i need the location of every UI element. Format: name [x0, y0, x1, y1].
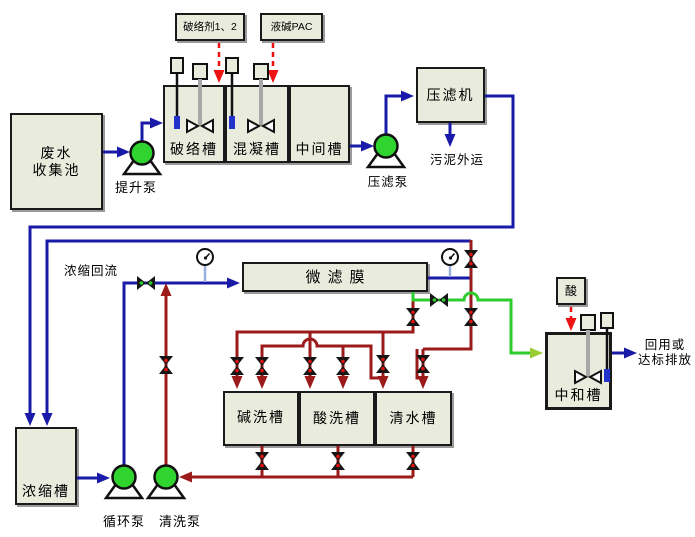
intermediate-tank-label: 中间槽	[295, 141, 344, 157]
dosing-box-breaking-agent-label: 破络剂1、2	[183, 20, 237, 33]
microfiltration-membrane: 微滤膜	[242, 262, 428, 292]
breaking-tank-label: 破络槽	[170, 141, 218, 157]
wastewater-tank-label: 废水 收集池	[32, 144, 81, 178]
lift-pump-icon	[122, 140, 162, 176]
valve-icon	[230, 357, 244, 375]
dosing-arrows	[213, 70, 577, 331]
valve-icon	[255, 357, 269, 375]
pressure-gauge-icon	[196, 248, 214, 266]
pressure-gauge-icon	[441, 248, 459, 266]
discharge-label: 回用或 达标排放	[637, 338, 692, 367]
filtrate-return-pipe	[28, 94, 515, 422]
wash-pump-label: 清洗泵	[158, 514, 201, 529]
lift-pump-label: 提升泵	[114, 180, 157, 195]
valve-icon	[430, 293, 448, 307]
press-pump-icon	[366, 133, 406, 169]
dosing-lines	[217, 43, 573, 320]
dosing-box-breaking-agent: 破络剂1、2	[175, 13, 245, 41]
valve-icon	[464, 250, 478, 268]
circulation-pump-icon	[104, 464, 144, 500]
level-sensor-icon	[225, 57, 239, 129]
clean-water-tank: 清水槽	[375, 391, 452, 446]
valve-icon	[255, 452, 269, 470]
dosing-box-pac: 液碱PAC	[260, 13, 323, 41]
microfiltration-membrane-label: 微滤膜	[305, 268, 372, 286]
filter-press: 压滤机	[416, 67, 485, 123]
acid-wash-tank-label: 酸洗槽	[313, 410, 361, 426]
agitator-icon	[186, 63, 214, 134]
intermediate-tank: 中间槽	[289, 85, 350, 163]
concentrate-reflux-label: 浓缩回流	[63, 264, 118, 278]
agitator-icon	[247, 63, 275, 134]
valve-icon	[303, 357, 317, 375]
water-arrows	[24, 90, 637, 484]
agitator-icon	[574, 314, 602, 385]
valve-icon	[464, 308, 478, 326]
gauge-stems	[203, 265, 452, 282]
permeate-pipe	[411, 291, 534, 355]
permeate-arrow	[530, 347, 543, 359]
valve-icon	[406, 308, 420, 326]
wash-pump-icon	[146, 464, 186, 500]
filter-press-label: 压滤机	[426, 86, 475, 103]
valve-icon	[331, 452, 345, 470]
sludge-out-label: 污泥外运	[429, 153, 484, 167]
wash-arrows	[160, 283, 429, 483]
coagulation-tank-label: 混凝槽	[233, 141, 281, 157]
valve-icon	[336, 357, 350, 375]
wastewater-tank: 废水 收集池	[10, 113, 103, 210]
level-sensor-icon	[600, 312, 614, 382]
acid-wash-tank: 酸洗槽	[299, 391, 375, 446]
concentration-tank-label: 浓缩槽	[22, 483, 70, 499]
alkali-wash-tank: 碱洗槽	[223, 391, 299, 446]
circulation-pump-label: 循环泵	[102, 514, 145, 529]
valve-icon	[159, 356, 173, 374]
concentrate-reflux-pipe	[45, 239, 471, 422]
membrane-feed-pipe	[122, 281, 236, 465]
valve-icon	[406, 452, 420, 470]
neutralization-tank-label: 中和槽	[554, 387, 603, 403]
press-pump-label: 压滤泵	[367, 175, 409, 189]
concentration-tank: 浓缩槽	[15, 427, 77, 505]
valve-icon	[137, 276, 155, 290]
dosing-box-pac-label: 液碱PAC	[270, 20, 313, 33]
valve-icon	[376, 355, 390, 373]
acid-dosing-box: 酸	[556, 277, 586, 305]
alkali-wash-tank-label: 碱洗槽	[237, 408, 285, 425]
acid-dosing-box-label: 酸	[564, 283, 577, 298]
level-sensor-icon	[170, 57, 184, 129]
clean-water-tank-label: 清水槽	[389, 410, 438, 426]
